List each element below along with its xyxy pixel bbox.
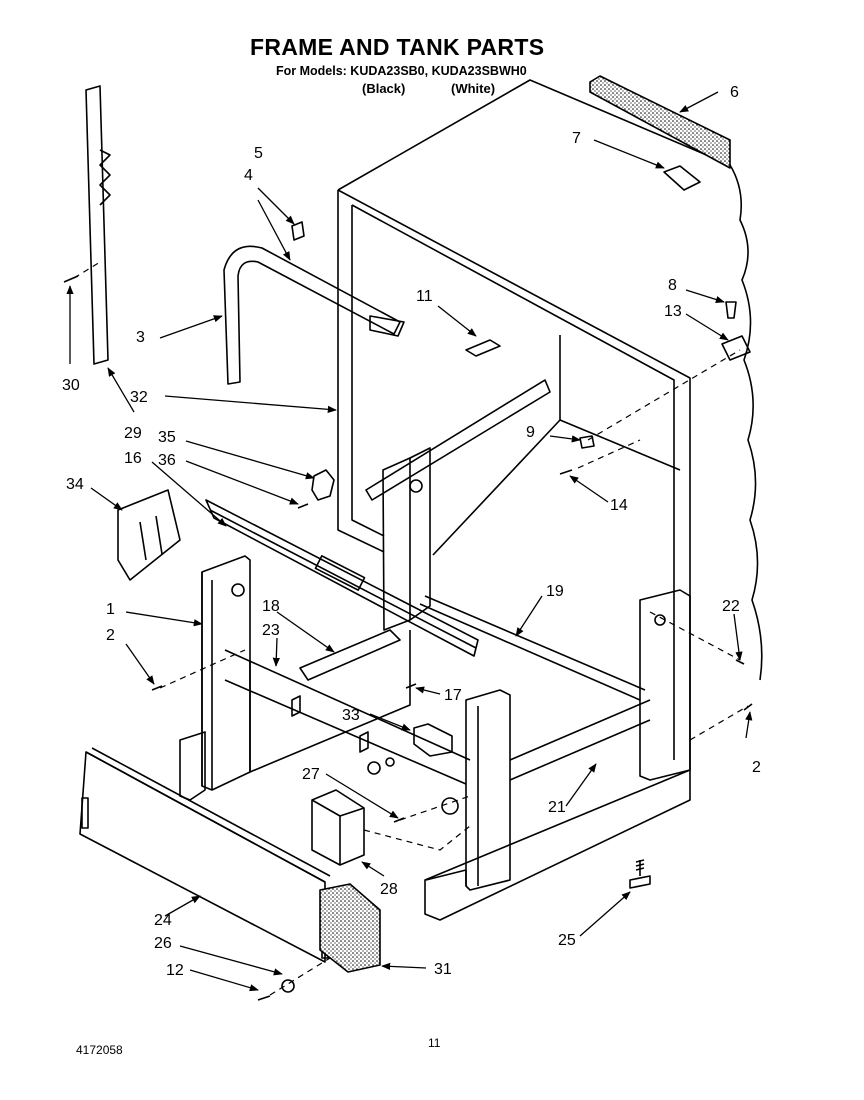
screw-part-9 xyxy=(579,435,595,449)
callout-2a: 2 xyxy=(106,627,115,644)
document-number: 4172058 xyxy=(76,1043,123,1057)
side-trim-part-29 xyxy=(85,85,109,365)
frame-rail-part-19 xyxy=(419,595,646,701)
frame-part-1 xyxy=(179,555,471,815)
callout-35: 35 xyxy=(158,429,176,446)
callout-26: 26 xyxy=(154,935,172,952)
callout-28: 28 xyxy=(380,881,398,898)
vent-cover-part-6 xyxy=(589,75,731,169)
callout-11: 11 xyxy=(416,288,433,305)
variant-black-label: (Black) xyxy=(362,81,406,96)
clip-part-7 xyxy=(663,165,701,191)
callout-5: 5 xyxy=(254,145,263,162)
washer-part-26 xyxy=(281,979,295,993)
callout-30: 30 xyxy=(62,377,80,394)
callout-17: 17 xyxy=(444,687,462,704)
callout-1: 1 xyxy=(106,601,115,618)
base-part-21 xyxy=(424,769,691,921)
models-line: For Models: KUDA23SB0, KUDA23SBWH0 xyxy=(276,64,527,78)
callout-6: 6 xyxy=(730,84,739,101)
toe-panel-part-24 xyxy=(79,747,331,963)
screw-part-36 xyxy=(297,503,309,509)
callout-25: 25 xyxy=(558,932,576,949)
callout-19: 19 xyxy=(546,583,564,600)
callout-29: 29 xyxy=(124,425,142,442)
callout-14: 14 xyxy=(610,497,628,514)
callout-2b: 2 xyxy=(752,759,761,776)
callout-22: 22 xyxy=(722,598,740,615)
callout-32: 32 xyxy=(130,389,148,406)
callout-9: 9 xyxy=(526,424,535,441)
callout-8: 8 xyxy=(668,277,677,294)
callout-34: 34 xyxy=(66,476,84,493)
bracket-part-13 xyxy=(721,335,751,361)
screw-part-2b xyxy=(743,703,753,711)
callout-16: 16 xyxy=(124,450,142,467)
screw-part-5 xyxy=(291,221,305,241)
screw-part-17 xyxy=(405,683,417,689)
callout-13: 13 xyxy=(664,303,682,320)
screw-part-8 xyxy=(725,301,737,319)
screw-part-2 xyxy=(151,685,163,691)
screw-part-12 xyxy=(257,995,271,1001)
bracket-part-35 xyxy=(311,469,335,501)
cross-channel-part-18 xyxy=(299,629,401,681)
leveling-leg-part-25 xyxy=(629,859,651,889)
page-title: FRAME AND TANK PARTS xyxy=(250,34,545,60)
tank-part-32 xyxy=(337,79,763,770)
callout-27: 27 xyxy=(302,766,320,783)
bracket-part-11 xyxy=(465,339,501,357)
callout-4: 4 xyxy=(244,167,253,184)
tank-hinge-bracket-left xyxy=(382,457,411,631)
bracket-part-33 xyxy=(413,723,453,757)
callout-21: 21 xyxy=(548,799,566,816)
callout-33: 33 xyxy=(342,707,360,724)
callout-23: 23 xyxy=(262,622,280,639)
page-number: 11 xyxy=(428,1036,441,1050)
junction-box-part-28 xyxy=(311,789,365,866)
variant-white-label: (White) xyxy=(451,81,496,96)
callout-12: 12 xyxy=(166,962,184,979)
spring-bracket-part-34 xyxy=(117,489,181,581)
front-rail-part-16 xyxy=(205,499,479,657)
callout-31: 31 xyxy=(434,961,452,978)
callout-7: 7 xyxy=(572,130,581,147)
screw-part-22 xyxy=(735,659,745,665)
callout-3: 3 xyxy=(136,329,145,346)
upper-rail-part-3 xyxy=(223,245,405,385)
screw-part-14 xyxy=(559,469,573,475)
callout-18: 18 xyxy=(262,598,280,615)
callout-36: 36 xyxy=(158,452,176,469)
callout-24: 24 xyxy=(154,912,172,929)
insulation-part-31 xyxy=(319,883,381,973)
